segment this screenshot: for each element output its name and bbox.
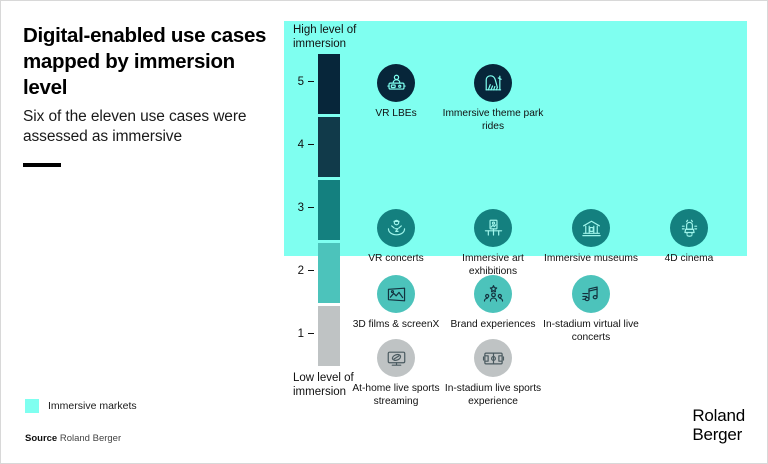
use-case-label: VR LBEs xyxy=(375,108,417,119)
tv-ball-icon xyxy=(377,339,415,377)
stadium-pitch-icon xyxy=(474,339,512,377)
header-block: Digital-enabled use cases mapped by imme… xyxy=(23,23,273,167)
legend-label: Immersive markets xyxy=(48,400,137,412)
axis-segment-level-5 xyxy=(318,54,340,114)
museum-icon xyxy=(572,209,610,247)
legend: Immersive markets xyxy=(25,399,137,413)
use-case-label: Brand experiences xyxy=(450,319,536,330)
axis-tick-5: 5 xyxy=(272,76,314,88)
use-case-label: Immersive theme park rides xyxy=(442,108,544,132)
use-case-label: 4D cinema xyxy=(664,253,714,264)
vr-concert-icon xyxy=(377,209,415,247)
use-case-item[interactable]: Immersive museums xyxy=(535,209,647,266)
logo-line-1: Roland xyxy=(692,406,745,425)
source-note: Source Roland Berger xyxy=(25,433,121,444)
legend-swatch-immersive-markets xyxy=(25,399,39,413)
use-case-item[interactable]: At-home live sports streaming xyxy=(340,339,452,409)
people-star-icon xyxy=(474,275,512,313)
axis-segment-level-1 xyxy=(318,306,340,366)
source-value: Roland Berger xyxy=(59,433,122,444)
use-case-item[interactable]: Immersive art exhibitions xyxy=(437,209,549,279)
use-case-label: In-stadium virtual live concerts xyxy=(543,319,639,343)
use-case-label: In-stadium live sports experience xyxy=(444,383,542,407)
use-case-label: VR concerts xyxy=(368,253,424,264)
immersive-markets-band xyxy=(284,21,747,256)
use-case-item[interactable]: VR LBEs xyxy=(340,64,452,121)
use-case-label: Immersive museums xyxy=(544,253,638,264)
page-title: Digital-enabled use cases mapped by imme… xyxy=(23,24,267,100)
use-case-item[interactable]: 4D cinema xyxy=(633,209,745,266)
use-case-item[interactable]: 3D films & screenX xyxy=(340,275,452,332)
use-case-label: Immersive art exhibitions xyxy=(462,253,524,277)
vr-lbe-icon xyxy=(377,64,415,102)
source-key: Source xyxy=(25,433,58,444)
logo-line-2: Berger xyxy=(692,425,743,445)
axis-segment-level-3 xyxy=(318,180,340,240)
roland-berger-logo: Roland Berger xyxy=(692,406,745,444)
axis-segment-level-2 xyxy=(318,243,340,303)
accent-rule xyxy=(23,162,61,167)
rollercoaster-icon xyxy=(474,64,512,102)
use-case-item[interactable]: In-stadium virtual live concerts xyxy=(535,275,647,345)
axis-tick-3: 3 xyxy=(272,202,314,214)
use-case-label: 3D films & screenX xyxy=(352,319,440,330)
art-exhibition-icon xyxy=(474,209,512,247)
use-case-item[interactable]: Brand experiences xyxy=(437,275,549,332)
axis-tick-2: 2 xyxy=(272,265,314,277)
screen-picture-icon xyxy=(377,275,415,313)
music-notes-icon xyxy=(572,275,610,313)
cinema-seat-icon xyxy=(670,209,708,247)
axis-tick-1: 1 xyxy=(272,328,314,340)
use-case-item[interactable]: In-stadium live sports experience xyxy=(437,339,549,409)
use-case-item[interactable]: Immersive theme park rides xyxy=(437,64,549,134)
use-case-item[interactable]: VR concerts xyxy=(340,209,452,266)
axis-tick-4: 4 xyxy=(272,139,314,151)
axis-segment-level-4 xyxy=(318,117,340,177)
use-case-label: At-home live sports streaming xyxy=(352,383,440,407)
page-subtitle: Six of the eleven use cases were assesse… xyxy=(23,107,247,146)
